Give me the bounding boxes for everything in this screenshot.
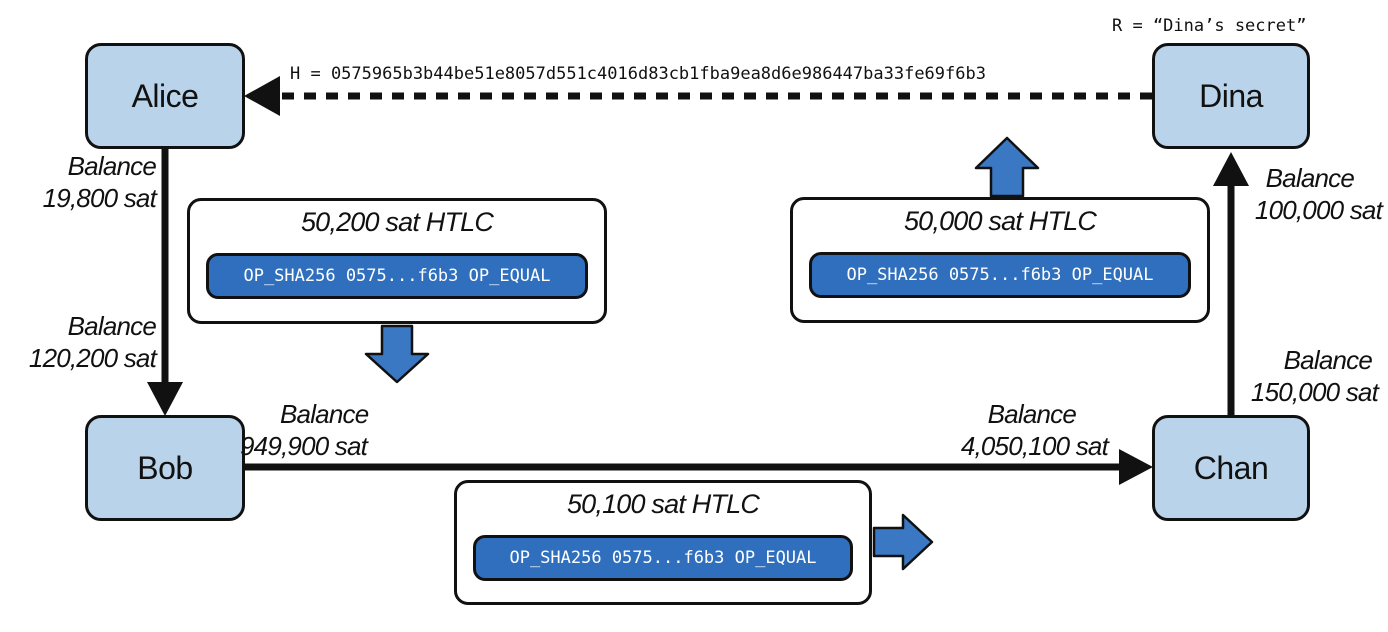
node-chan: Chan: [1152, 415, 1310, 521]
htlc-chan-dina: 50,000 sat HTLC OP_SHA256 0575...f6b3 OP…: [790, 197, 1210, 323]
down-arrow-icon: [364, 324, 430, 384]
balance-amount: 100,000 sat: [1254, 195, 1383, 225]
node-dina: Dina: [1152, 43, 1310, 149]
balance-amount: 949,900 sat: [240, 431, 368, 461]
balance-chan-side: Balance 150,000 sat: [1250, 344, 1379, 408]
htlc-script: OP_SHA256 0575...f6b3 OP_EQUAL: [809, 252, 1191, 298]
channel-alice-bob-arrowhead: [147, 382, 183, 416]
balance-word: Balance: [987, 399, 1077, 429]
balance-word: Balance: [67, 311, 157, 341]
htlc-title: 50,100 sat HTLC: [566, 489, 760, 519]
htlc-alice-bob: 50,200 sat HTLC OP_SHA256 0575...f6b3 OP…: [187, 198, 607, 324]
channel-bob-chan-arrowhead: [1119, 449, 1153, 485]
htlc-script: OP_SHA256 0575...f6b3 OP_EQUAL: [473, 535, 853, 581]
hash-arrowhead: [244, 76, 280, 116]
secret-label: R = “Dina’s secret”: [1112, 16, 1307, 36]
balance-amount: 19,800 sat: [42, 183, 157, 213]
balance-amount: 120,200 sat: [28, 343, 157, 373]
balance-chan-side-of-bob-channel: Balance 4,050,100 sat: [960, 398, 1109, 462]
balance-amount: 150,000 sat: [1250, 377, 1379, 407]
htlc-bob-chan: 50,100 sat HTLC OP_SHA256 0575...f6b3 OP…: [454, 480, 872, 605]
right-arrow-icon: [872, 513, 934, 571]
balance-word: Balance: [1283, 345, 1373, 375]
balance-word: Balance: [1265, 163, 1355, 193]
balance-word: Balance: [67, 151, 157, 181]
htlc-title: 50,200 sat HTLC: [300, 207, 494, 237]
node-alice: Alice: [85, 43, 245, 149]
hash-label: H = 0575965b3b44be51e8057d551c4016d83cb1…: [290, 64, 986, 84]
balance-word: Balance: [280, 399, 369, 429]
balance-bob-side-of-alice-channel: Balance 120,200 sat: [28, 310, 157, 374]
balance-dina-side: Balance 100,000 sat: [1254, 162, 1383, 226]
channel-chan-dina-arrowhead: [1213, 152, 1249, 186]
balance-bob-side: Balance 949,900 sat: [240, 398, 369, 462]
up-arrow-icon: [974, 136, 1040, 198]
htlc-title: 50,000 sat HTLC: [903, 206, 1097, 236]
balance-alice-side: Balance 19,800 sat: [42, 150, 157, 214]
htlc-script: OP_SHA256 0575...f6b3 OP_EQUAL: [206, 253, 588, 299]
balance-amount: 4,050,100 sat: [960, 431, 1109, 461]
node-bob: Bob: [85, 415, 245, 521]
